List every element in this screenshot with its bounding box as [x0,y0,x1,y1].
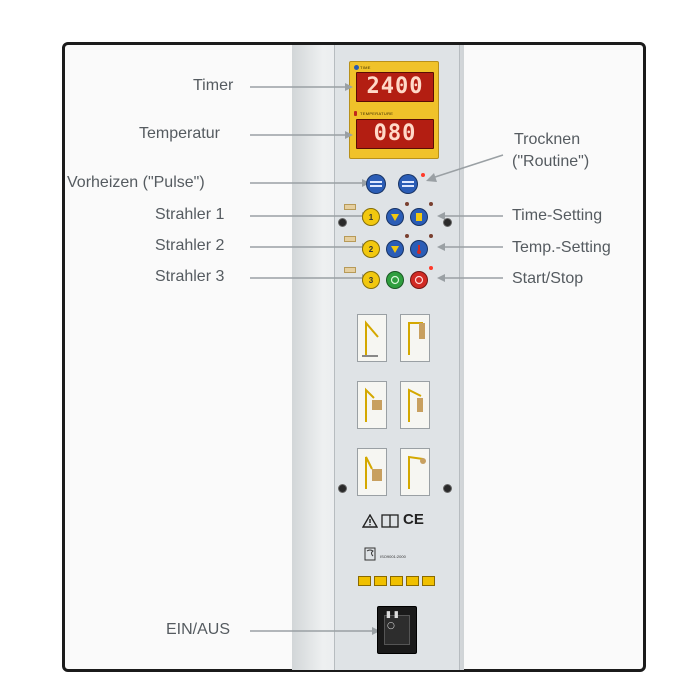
routine-indicator-led [421,173,425,177]
position-pictogram [400,314,430,362]
power-off-icon: ○ [387,621,395,631]
start-button[interactable] [386,271,404,289]
display-unit: TIME 2400 TEMPERATURE 080 [349,61,439,159]
temp-setting-button[interactable] [410,240,428,258]
label-start-stop: Start/Stop [512,270,584,287]
lamp-position-icon [408,455,426,489]
certification-logo-icon [364,547,376,561]
position-pictogram [357,448,387,496]
pulse-icon [370,181,382,187]
stop-icon [414,275,424,285]
start-icon [390,275,400,285]
stop-button[interactable] [410,271,428,289]
strahler-3-indicator [344,267,356,273]
pulse-button[interactable] [366,174,386,194]
label-time-setting: Time-Setting [512,207,603,224]
label-vorheizen: Vorheizen ("Pulse") [67,174,205,191]
temperature-display: 080 [356,119,434,149]
lamp-position-icon [408,322,425,355]
position-pictogram [357,381,387,429]
mini-key-1[interactable] [358,576,371,586]
iso-text: ISO9001:2000 [380,554,406,559]
strahler-1-button[interactable]: 1 [362,208,380,226]
routine-button[interactable] [398,174,418,194]
label-ein-aus: EIN/AUS [166,621,231,638]
lamp-position-icon [408,388,423,422]
mini-key-3[interactable] [390,576,403,586]
mini-key-2[interactable] [374,576,387,586]
position-pictogram [400,448,430,496]
position-pictogram [400,381,430,429]
strahler-3-button[interactable]: 3 [362,271,380,289]
strahler-1-indicator [344,204,356,210]
temp-led-2 [429,234,433,238]
label-strahler-3: Strahler 3 [155,268,225,285]
screw [338,218,347,227]
lamp-position-icon [365,387,382,422]
label-temperatur: Temperatur [139,125,220,142]
strahler-2-button[interactable]: 2 [362,240,380,258]
warning-icon [362,514,378,528]
position-pictogram [357,314,387,362]
temp-led [405,234,409,238]
lamp-position-icon [362,320,379,357]
strahler-2-indicator [344,236,356,242]
timer-caption: TIME [360,65,371,70]
clock-icon [416,213,422,221]
label-trocknen: Trocknen [514,131,581,148]
time-down-button[interactable] [386,208,404,226]
temperature-caption: TEMPERATURE [360,111,394,116]
power-rocker[interactable] [384,615,410,645]
thermometer-icon [417,245,421,254]
arrow-down-icon [391,246,399,253]
label-routine: ("Routine") [512,153,590,170]
ce-mark: CE [403,511,424,528]
time-led-2 [429,202,433,206]
stop-led [429,266,433,270]
arrow-down-icon [391,214,399,221]
lamp-position-icon [365,456,382,489]
power-switch[interactable]: ▮ ▮ ○ [377,606,417,654]
screw [443,218,452,227]
screw [443,484,452,493]
routine-icon [402,181,414,187]
label-timer: Timer [193,77,234,94]
mini-key-5[interactable] [422,576,435,586]
mini-key-4[interactable] [406,576,419,586]
label-temp-setting: Temp.-Setting [512,239,611,256]
thermometer-icon [354,111,357,116]
label-strahler-1: Strahler 1 [155,206,225,223]
timer-indicator-icon [354,65,359,70]
temp-down-button[interactable] [386,240,404,258]
time-setting-button[interactable] [410,208,428,226]
manual-icon [381,514,399,528]
power-on-icon: ▮ ▮ [386,610,399,620]
label-strahler-2: Strahler 2 [155,237,225,254]
screw [338,484,347,493]
timer-display: 2400 [356,72,434,102]
time-led [405,202,409,206]
